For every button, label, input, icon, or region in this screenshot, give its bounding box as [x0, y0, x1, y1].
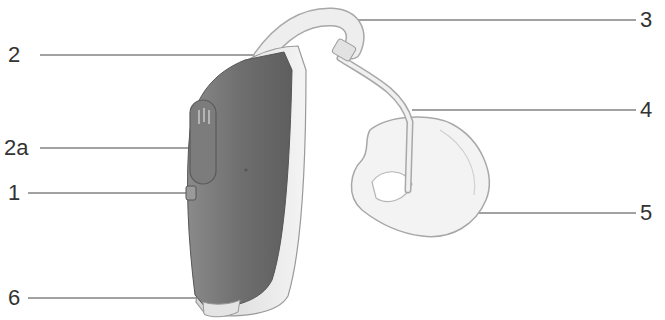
earmold-highlight: [440, 130, 475, 195]
volume-rocker: [190, 100, 216, 184]
sound-tube: [340, 58, 410, 190]
leader-line: [28, 298, 205, 299]
callout-number: 2: [8, 42, 20, 68]
callout-number: 1: [8, 180, 20, 206]
battery-door: [203, 300, 240, 317]
earmold: [351, 117, 489, 236]
push-button: [186, 186, 196, 200]
leader-line: [40, 148, 196, 149]
callout-number: 6: [8, 285, 20, 311]
callout-number: 2a: [4, 135, 28, 161]
leader-line: [28, 193, 190, 194]
leader-lines: [28, 20, 636, 298]
leader-line: [478, 213, 636, 214]
callout-number: 3: [640, 7, 652, 33]
callout-number: 5: [640, 200, 652, 226]
sound-tube-outline: [340, 58, 410, 190]
rocker-ridges: [199, 108, 209, 124]
tube-connector: [331, 38, 356, 62]
leader-line: [40, 55, 282, 56]
leader-line: [412, 110, 636, 111]
leader-line: [320, 20, 636, 21]
callout-number: 4: [640, 97, 652, 123]
microphone-dot: [245, 169, 248, 172]
housing-panel: [188, 52, 292, 308]
